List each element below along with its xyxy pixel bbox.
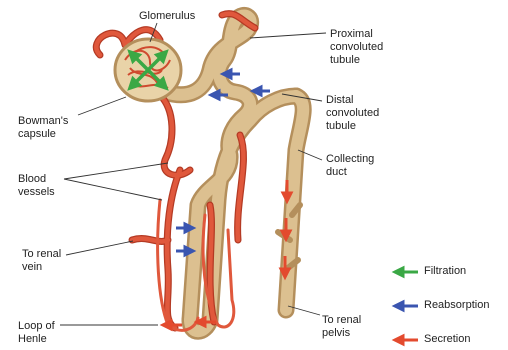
label-proximal-tubule: Proximal convoluted tubule	[330, 28, 383, 67]
legend-arrows	[395, 268, 418, 344]
label-distal-tubule: Distal convoluted tubule	[326, 94, 379, 133]
label-bowmans-capsule: Bowman's capsule	[18, 115, 68, 141]
label-blood-vessels: Blood vessels	[18, 173, 55, 199]
renal-vein-branch	[132, 239, 168, 242]
label-renal-vein: To renal vein	[22, 248, 61, 274]
label-renal-pelvis: To renal pelvis	[322, 314, 361, 340]
label-glomerulus: Glomerulus	[139, 10, 195, 23]
legend-secretion-label: Secretion	[424, 333, 470, 345]
legend-filtration-label: Filtration	[424, 265, 466, 277]
legend-secretion-arrow	[395, 336, 418, 344]
label-collecting-duct: Collecting duct	[326, 153, 374, 179]
secretion-arrows	[163, 180, 291, 329]
legend-reabsorption-label: Reabsorption	[424, 299, 489, 311]
legend-filtration-arrow	[395, 268, 418, 276]
label-loop-of-henle: Loop of Henle	[18, 320, 55, 346]
legend-reabsorption-arrow	[395, 302, 418, 310]
